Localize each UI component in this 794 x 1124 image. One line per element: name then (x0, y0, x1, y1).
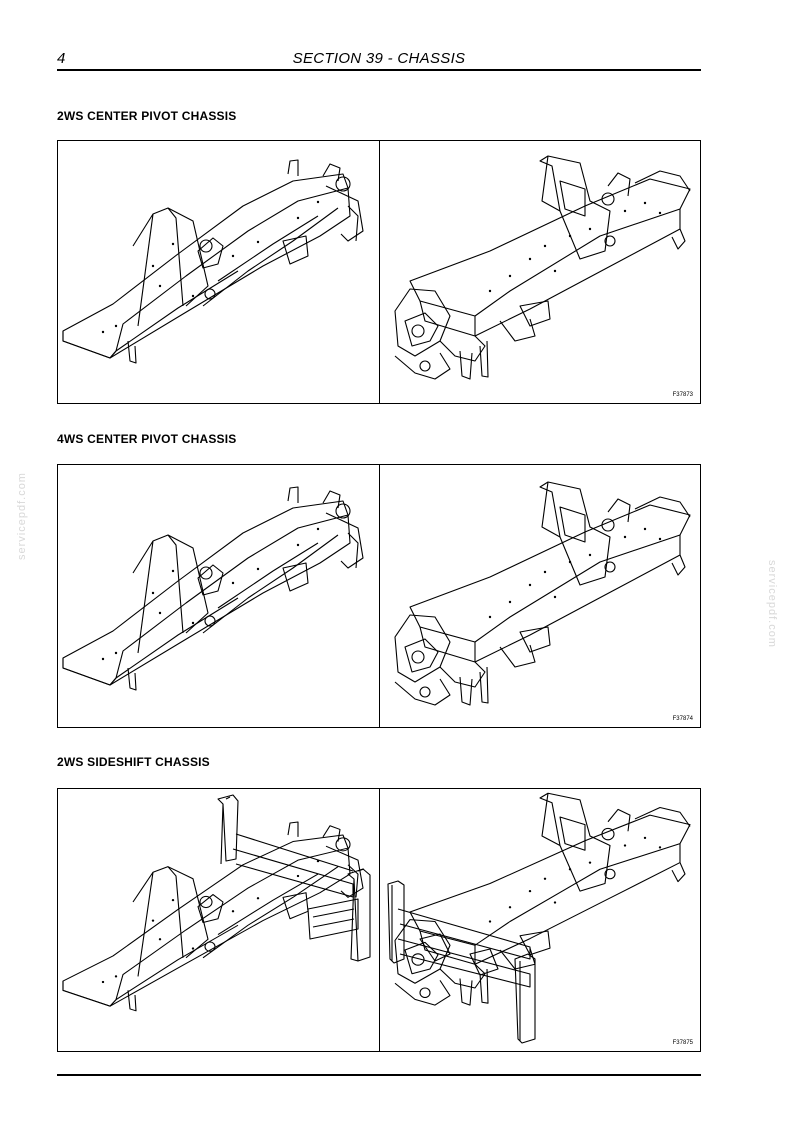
chassis-rear-illustration (394, 481, 691, 706)
watermark-right: servicepdf.com (766, 560, 778, 648)
watermark-left: servicepdf.com (16, 472, 28, 560)
figure-divider (379, 789, 380, 1051)
sideshift-rear-illustration (380, 789, 700, 1051)
figure-2ws-sideshift: F37875 (57, 788, 701, 1052)
chassis-front-illustration (62, 159, 364, 364)
sideshift-front-illustration (58, 789, 379, 1051)
section-heading-2ws-sideshift: 2WS SIDESHIFT CHASSIS (57, 755, 210, 769)
sideshift-front-view (58, 789, 379, 1051)
section-heading-2ws-center-pivot: 2WS CENTER PIVOT CHASSIS (57, 109, 237, 123)
chassis-rear-view (380, 465, 700, 727)
sideshift-rear-view (380, 789, 700, 1051)
chassis-rear-view (380, 141, 700, 403)
section-title: SECTION 39 - CHASSIS (292, 50, 466, 67)
section-heading-4ws-center-pivot: 4WS CENTER PIVOT CHASSIS (57, 432, 237, 446)
chassis-front-illustration (62, 486, 364, 691)
footer-rule (57, 1074, 701, 1076)
figure-2ws-center-pivot: F37873 (57, 140, 701, 404)
page-number: 4 (57, 50, 66, 67)
page-header: 4 SECTION 39 - CHASSIS (57, 50, 701, 70)
figure-code: F37874 (672, 716, 693, 722)
figure-code: F37875 (672, 1040, 693, 1046)
header-rule (57, 69, 701, 71)
figure-4ws-center-pivot: F37874 (57, 464, 701, 728)
figure-divider (379, 465, 380, 727)
chassis-front-view (58, 465, 379, 727)
figure-code: F37873 (672, 392, 693, 398)
figure-divider (379, 141, 380, 403)
chassis-rear-illustration (394, 155, 691, 380)
chassis-front-view (58, 141, 379, 403)
